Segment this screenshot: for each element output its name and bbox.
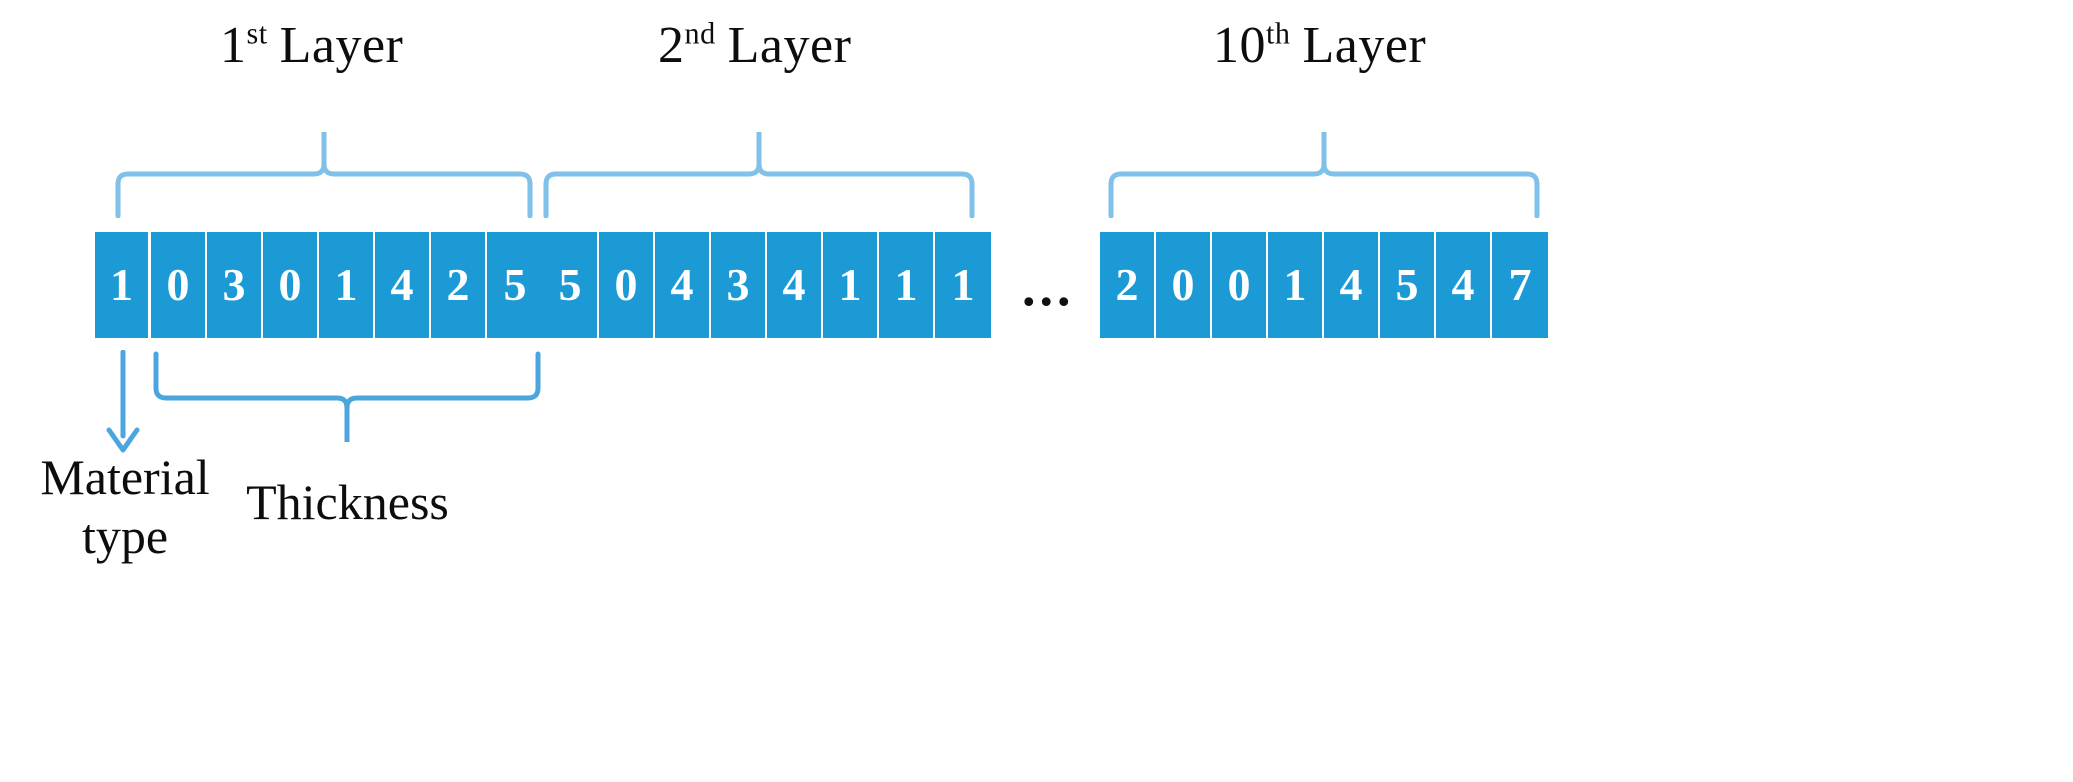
gene-cell[interactable]: 7 bbox=[1492, 232, 1548, 338]
gene-cell[interactable]: 4 bbox=[375, 232, 431, 338]
brace-thickness bbox=[153, 351, 541, 442]
material-type-arrow bbox=[106, 350, 140, 453]
gene-cell[interactable]: 0 bbox=[1156, 232, 1212, 338]
ellipsis-separator: ... bbox=[1022, 257, 1075, 317]
layer-title-10-ordinal: th bbox=[1266, 16, 1291, 51]
gene-cell[interactable]: 1 bbox=[823, 232, 879, 338]
layer-title-1-word: Layer bbox=[279, 17, 404, 74]
gene-cell[interactable]: 0 bbox=[1212, 232, 1268, 338]
layer-title-1-ordinal: st bbox=[246, 16, 268, 51]
gene-cell[interactable]: 1 bbox=[1268, 232, 1324, 338]
layer-title-10-number: 10 bbox=[1213, 17, 1266, 74]
layer-title-2-word: Layer bbox=[727, 17, 852, 74]
gene-cell[interactable]: 0 bbox=[599, 232, 655, 338]
gene-cell[interactable]: 4 bbox=[1436, 232, 1492, 338]
label-thickness: Thickness bbox=[246, 474, 449, 530]
gene-cell[interactable]: 5 bbox=[487, 232, 543, 338]
layer-title-2-number: 2 bbox=[658, 17, 685, 74]
gene-cell[interactable]: 1 bbox=[319, 232, 375, 338]
gene-cell[interactable]: 1 bbox=[95, 232, 151, 338]
gene-cell[interactable]: 4 bbox=[1324, 232, 1380, 338]
brace-layer-10 bbox=[1108, 132, 1540, 218]
gene-strip-layer-10: 2 0 0 1 4 5 4 7 bbox=[1100, 232, 1548, 338]
gene-cell[interactable]: 5 bbox=[1380, 232, 1436, 338]
gene-cell[interactable]: 5 bbox=[543, 232, 599, 338]
gene-cell[interactable]: 2 bbox=[431, 232, 487, 338]
layer-title-2-ordinal: nd bbox=[684, 16, 716, 51]
gene-cell[interactable]: 4 bbox=[655, 232, 711, 338]
layer-title-1: 1st Layer bbox=[220, 16, 404, 74]
gene-strip-layer-1: 1 0 3 0 1 4 2 5 bbox=[95, 232, 543, 338]
layer-title-10-word: Layer bbox=[1302, 17, 1427, 74]
gene-cell[interactable]: 0 bbox=[263, 232, 319, 338]
label-material-type: Material type bbox=[40, 449, 210, 564]
gene-cell[interactable]: 2 bbox=[1100, 232, 1156, 338]
gene-cell[interactable]: 0 bbox=[151, 232, 207, 338]
gene-cell[interactable]: 1 bbox=[935, 232, 991, 338]
gene-cell[interactable]: 4 bbox=[767, 232, 823, 338]
brace-layer-1 bbox=[115, 132, 533, 218]
gene-strip-layer-2: 5 0 4 3 4 1 1 1 bbox=[543, 232, 991, 338]
layer-title-1-number: 1 bbox=[220, 17, 247, 74]
layer-title-10: 10th Layer bbox=[1213, 16, 1427, 74]
brace-layer-2 bbox=[543, 132, 975, 218]
gene-cell[interactable]: 3 bbox=[207, 232, 263, 338]
gene-cell[interactable]: 1 bbox=[879, 232, 935, 338]
layer-title-2: 2nd Layer bbox=[658, 16, 852, 74]
gene-cell[interactable]: 3 bbox=[711, 232, 767, 338]
